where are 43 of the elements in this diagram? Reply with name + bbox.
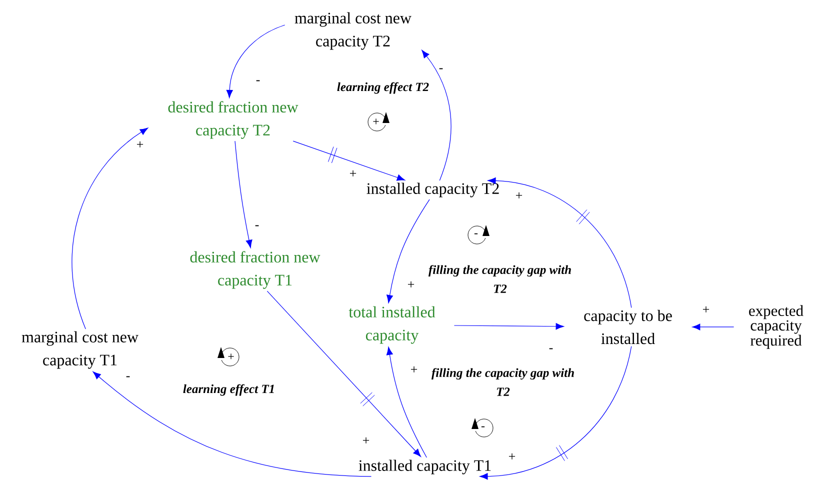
- loop-label: filling the capacity gap with T2: [428, 265, 571, 293]
- loop-label: learning effect T2: [337, 82, 429, 94]
- arrow: [266, 290, 422, 457]
- polarity-sign: -: [439, 68, 443, 70]
- variable-label: desired fraction new capacity T1: [190, 251, 320, 289]
- arrow: [386, 346, 427, 458]
- loop-sign: -: [474, 233, 478, 234]
- variable-label: installed capacity T1: [358, 460, 491, 474]
- loop-label: learning effect T1: [183, 384, 274, 396]
- variable-label: installed capacity T2: [366, 182, 499, 198]
- polarity-sign: -: [256, 80, 260, 82]
- arrow: [234, 140, 252, 248]
- arrow: [488, 177, 632, 308]
- loop-sign: +: [228, 354, 234, 360]
- arrow: [480, 346, 632, 480]
- arrow: [454, 323, 564, 330]
- polarity-sign: +: [362, 437, 370, 444]
- variable-label: marginal cost new capacity T2: [294, 12, 412, 50]
- arrow: [692, 324, 734, 330]
- variable-label: expected capacity required: [749, 305, 804, 349]
- variable-label: desired fraction new capacity T2: [168, 101, 298, 139]
- arrow: [92, 371, 372, 477]
- loop-sign: +: [373, 118, 379, 124]
- loop-label: filling the capacity gap with T2: [431, 368, 574, 396]
- polarity-sign: +: [410, 366, 418, 372]
- polarity-sign: +: [516, 192, 522, 198]
- polarity-sign: +: [408, 281, 414, 288]
- polarity-sign: +: [350, 170, 356, 176]
- arrow: [422, 50, 452, 181]
- arrow: [386, 199, 430, 304]
- polarity-sign: +: [702, 306, 710, 312]
- polarity-sign: -: [126, 376, 130, 378]
- polarity-sign: -: [549, 348, 553, 350]
- arrow: [292, 140, 406, 181]
- loop-sign: -: [481, 426, 485, 428]
- variable-label: marginal cost new capacity T1: [22, 331, 138, 369]
- variable-label: capacity to be installed: [584, 310, 672, 344]
- arrow: [72, 128, 148, 330]
- polarity-sign: -: [255, 225, 259, 226]
- polarity-sign: +: [137, 141, 144, 148]
- arrow: [226, 24, 286, 98]
- polarity-sign: +: [508, 453, 516, 460]
- variable-label: total installed capacity: [348, 306, 436, 344]
